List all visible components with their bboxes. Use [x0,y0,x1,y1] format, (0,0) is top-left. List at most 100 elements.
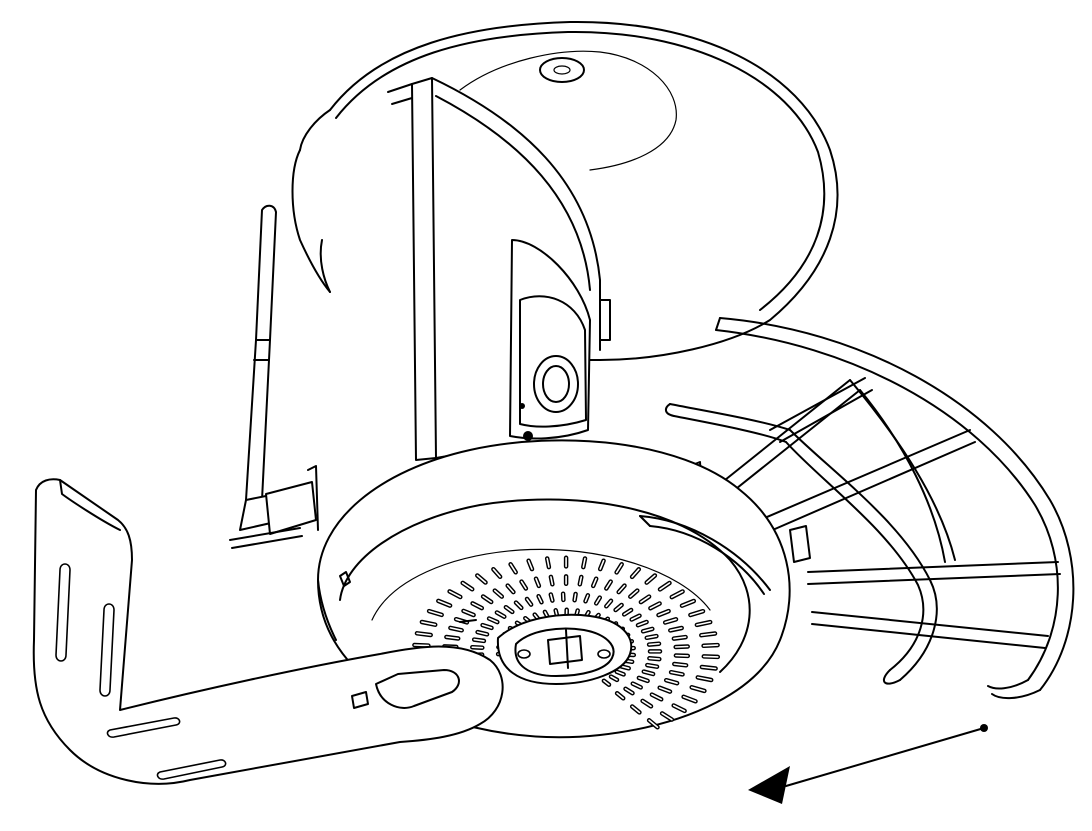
vent-slot-inner [473,638,485,642]
vent-slot-inner [462,610,475,616]
vent-slot-inner [674,645,689,648]
vent-slot-inner [449,627,463,632]
vent-slot-inner [646,664,658,668]
vent-slot-inner [615,563,623,574]
vent-slot-inner [476,574,487,584]
vent-slot-inner [669,627,683,632]
vent-slot-inner [610,675,618,681]
vent-slot-inner [506,584,515,593]
vent-slot-inner [623,609,632,616]
vent-slot-inner [630,614,641,621]
vent-slot-inner [642,628,654,633]
vent-slot-inner [642,670,654,675]
antenna [229,204,319,549]
vent-slot-inner [657,610,670,616]
vent-slot-inner [413,644,430,647]
vent-slot-inner [605,580,612,590]
wall-bracket [32,478,504,785]
vent-slot-inner [592,577,598,587]
vent-slot-inner [673,663,687,667]
vent-slot-inner [701,666,717,670]
vent-slot-inner [661,712,673,721]
vent-slot-inner [481,624,493,629]
vent-slot-inner [416,632,432,636]
vent-slot-inner [599,559,605,570]
vent-slot-inner [526,598,532,606]
vent-slot-inner [682,695,697,703]
vent-slot-inner [648,719,659,729]
mounting-stand [387,77,611,461]
vent-slot-inner [689,610,704,616]
vent-slot-inner [651,693,663,701]
vent-slot-inner [702,644,719,647]
vent-slot-inner [702,655,719,658]
vent-slot-inner [573,593,577,602]
vent-slot-inner [690,686,706,692]
vent-slot-inner [658,686,671,693]
vent-slot-inner [471,646,484,649]
vent-slot-inner [624,687,634,695]
vent-slot-inner [641,700,652,708]
vent-slot-inner [631,568,640,578]
vent-slot-inner [617,584,626,593]
vent-slot-inner [437,600,451,607]
vent-slot-inner [640,595,650,603]
vent-slot-inner [614,604,623,611]
vent-slot-inner [520,580,527,590]
vent-slot-inner [471,602,483,609]
vent-slot-inner [664,618,677,624]
vent-slot-inner [696,676,713,681]
vent-slot-inner [670,671,684,676]
vent-slot-inner [554,609,558,617]
vent-slot-inner [505,606,514,613]
arrow-left-icon [748,766,790,804]
vent-slot-inner [648,642,660,646]
vent-slot-inner [620,665,630,670]
vent-slot-inner [537,595,543,604]
vent-slot-inner [550,576,554,586]
vent-slot-inner [461,582,474,591]
vent-slot-inner [493,589,503,598]
vent-slot-inner [578,576,583,586]
vent-slot-inner [445,636,460,640]
vent-slot-inner [515,601,523,609]
vent-slot-inner [670,590,684,598]
vent-slot-inner [672,704,686,712]
vent-slot-inner [582,557,586,568]
vent-slot-inner [696,621,712,626]
direction-arrow [748,724,988,804]
vent-slot-inner [681,600,695,607]
vent-slot-inner [665,679,678,685]
vent-slot-inner [492,568,501,578]
vent-slot-inner [421,621,437,626]
vent-slot-inner [629,589,639,598]
vent-slot-inner [448,590,462,598]
vent-slot-inner [476,631,488,636]
vent-slot-inner [659,582,671,591]
vent-slot-inner [631,682,642,689]
vent-slot-inner [488,617,499,623]
vent-slot-inner [700,632,716,637]
vent-slot-inner [544,611,549,618]
vent-slot-inner [648,657,661,660]
vent-slot-inner [645,635,658,639]
vent-slot-inner [428,610,443,616]
vent-slot-inner [637,621,648,627]
vent-slot-inner [546,557,550,568]
vent-slot-inner [645,574,656,584]
vent-slot-inner [649,602,661,610]
vent-slot-inner [616,692,625,700]
vent-slot-inner [549,593,554,602]
vent-slot-inner [535,577,540,587]
vent-slot-inner [615,670,625,676]
vent-slot-inner [595,596,601,605]
vent-slot-inner [509,563,517,574]
vent-slot-inner [605,599,612,608]
vent-slot-inner [584,594,589,603]
vent-slot-inner [482,595,493,603]
vent-slot-inner [496,611,506,618]
vent-slot-inner [673,636,687,640]
vent-slot-inner [603,679,610,686]
vent-slot-inner [638,677,649,682]
